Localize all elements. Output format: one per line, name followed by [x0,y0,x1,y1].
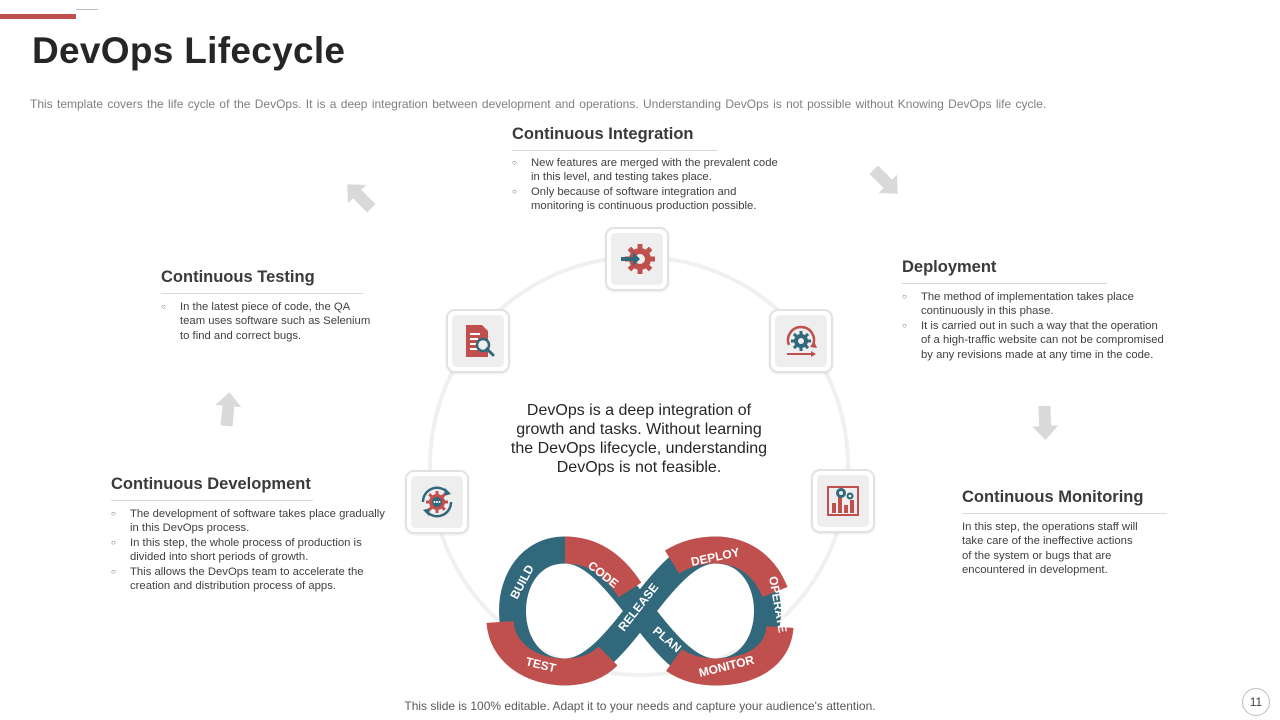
title-accent-line [76,9,98,10]
integration-icon-box [605,227,669,291]
development-block: Continuous Development The development o… [111,475,386,593]
page-number: 11 [1242,688,1270,716]
deployment-bullets: The method of implementation takes place… [902,290,1164,362]
bullet-item: The development of software takes place … [111,507,386,536]
bullet-item: This allows the DevOps team to accelerat… [111,565,386,594]
testing-block: Continuous Testing In the latest piece o… [161,268,371,343]
center-statement: DevOps is a deep integration of growth a… [510,402,768,476]
title-accent-bar [0,14,76,19]
arrow-up-icon [215,392,242,427]
chart-gear-icon [827,486,859,516]
testing-icon-box [446,309,510,373]
devops-infinity-loop: BUILD CODE TEST RELEASE PLAN DEPLOY OPER… [486,536,794,686]
development-heading: Continuous Development [111,475,313,501]
arrow-down-right-icon [869,165,898,194]
document-search-icon [466,325,495,357]
deployment-icon-box [769,309,833,373]
integration-heading: Continuous Integration [512,125,717,151]
footer-note: This slide is 100% editable. Adapt it to… [404,699,876,713]
monitoring-icon-box [811,469,875,533]
bullet-item: New features are merged with the prevale… [512,156,782,185]
deployment-heading: Deployment [902,258,1107,284]
bullet-item: The method of implementation takes place… [902,290,1164,319]
monitoring-heading: Continuous Monitoring [962,488,1167,514]
testing-bullets: In the latest piece of code, the QA team… [161,300,371,343]
development-bullets: The development of software takes place … [111,507,386,593]
page-subtitle: This template covers the life cycle of t… [30,97,1047,111]
bullet-item: In this step, the whole process of produ… [111,536,386,565]
development-icon-box [405,470,469,534]
gear-cycle-icon [786,325,817,357]
bullet-item: Only because of software integration and… [512,185,782,214]
monitoring-block: Continuous Monitoring In this step, the … [962,488,1167,578]
arrow-down-icon [1032,405,1059,440]
bullet-item: In the latest piece of code, the QA team… [161,300,371,343]
page-title: DevOps Lifecycle [32,30,346,71]
deployment-block: Deployment The method of implementation … [902,258,1164,362]
testing-heading: Continuous Testing [161,268,364,294]
gear-arrow-icon [621,244,655,274]
arrow-up-right-icon [347,184,376,213]
gear-cycle-dots-icon [421,486,453,518]
integration-block: Continuous Integration New features are … [512,125,782,214]
integration-bullets: New features are merged with the prevale… [512,156,782,214]
bullet-item: It is carried out in such a way that the… [902,319,1164,362]
monitoring-text: In this step, the operations staff will … [962,521,1138,577]
